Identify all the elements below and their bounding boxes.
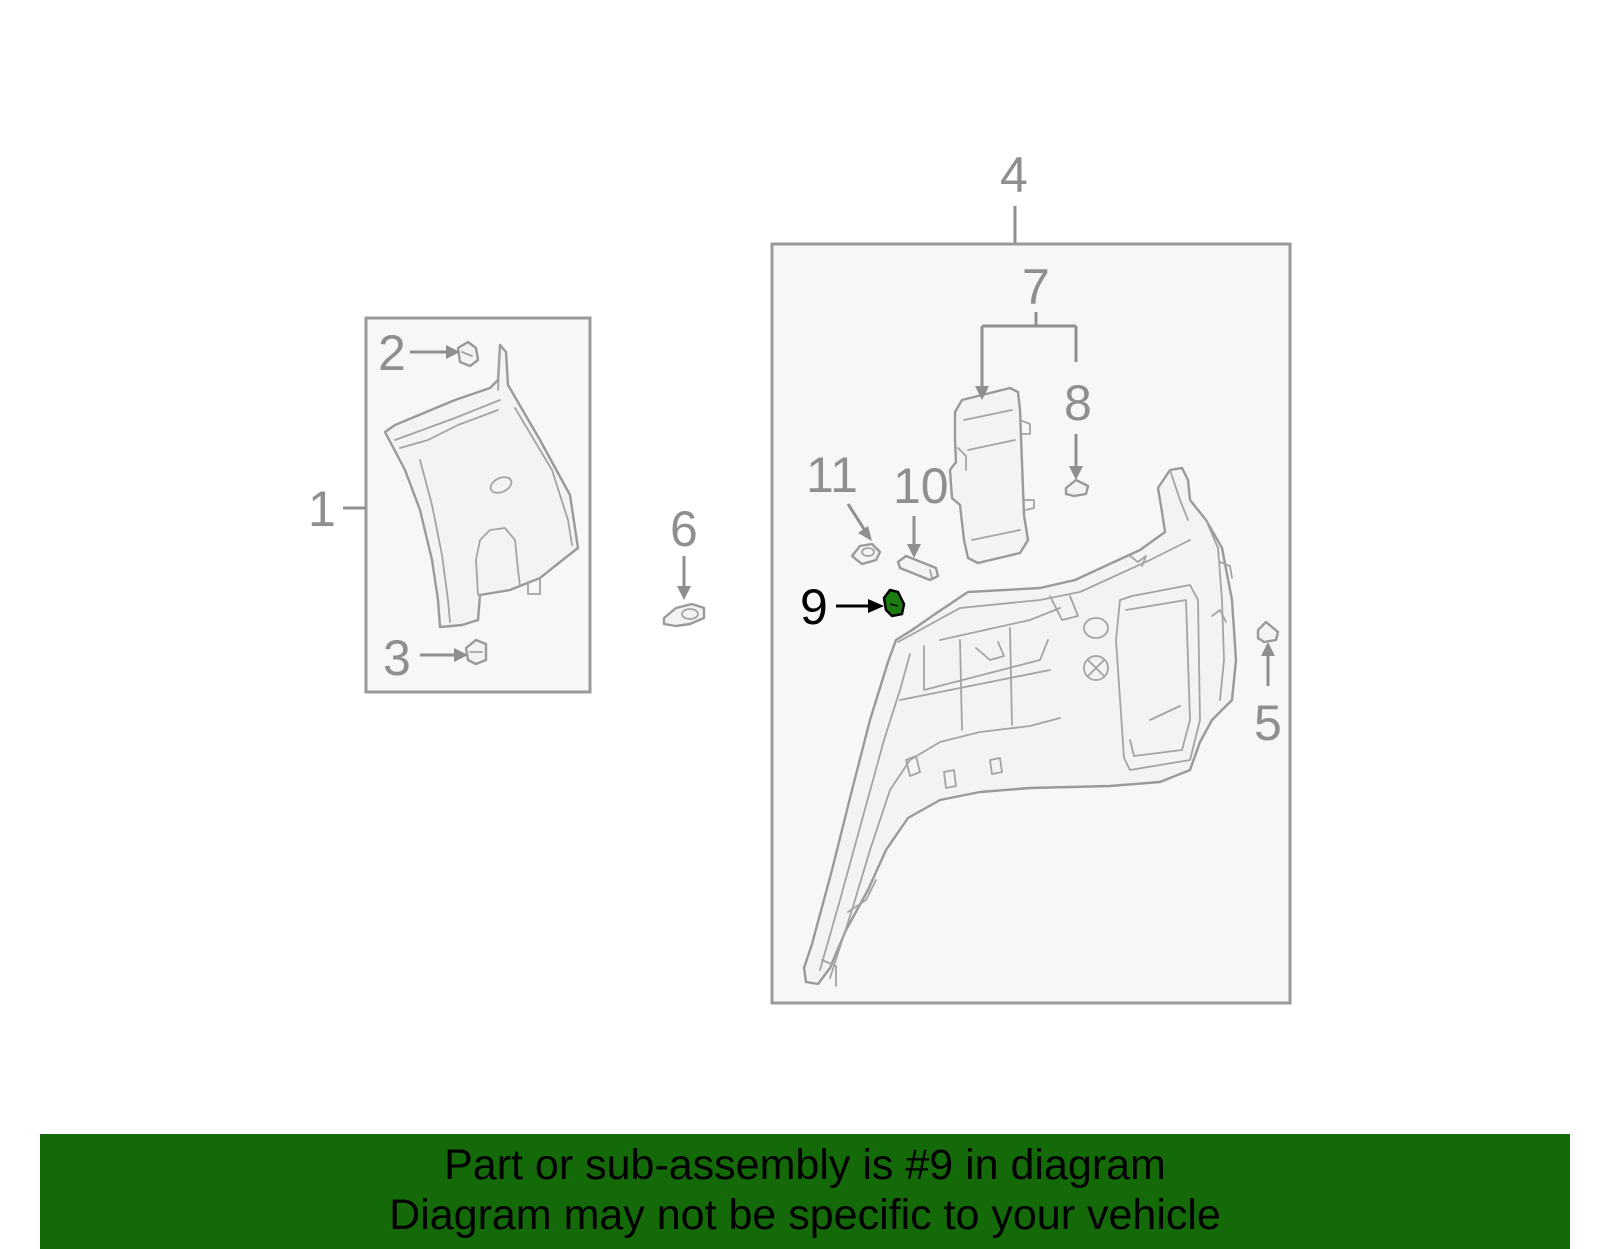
callout-7: 7 — [1022, 259, 1050, 315]
callout-1: 1 — [308, 481, 336, 537]
arrowhead-9 — [868, 599, 884, 613]
arrowhead-5 — [1261, 642, 1275, 656]
arrowhead-11 — [858, 526, 872, 541]
leader-7 — [980, 312, 1078, 388]
banner-line-1: Part or sub-assembly is #9 in diagram — [444, 1141, 1166, 1189]
pillar-trim-panel — [383, 343, 580, 629]
arrowhead-6 — [677, 586, 691, 600]
callout-9: 9 — [800, 579, 828, 635]
arrowhead-8 — [1069, 466, 1083, 480]
cover-panel-7 — [948, 386, 1035, 565]
clip-6 — [662, 602, 706, 628]
clip-11 — [850, 542, 882, 566]
callout-6: 6 — [670, 501, 698, 557]
clip-8 — [1064, 478, 1090, 498]
clip-3 — [464, 638, 488, 666]
callout-5: 5 — [1254, 695, 1282, 751]
quarter-trim-panel — [802, 466, 1238, 987]
banner-line-2: Diagram may not be specific to your vehi… — [389, 1191, 1221, 1239]
callout-3: 3 — [383, 630, 411, 686]
leader-11 — [846, 503, 868, 533]
callout-11: 11 — [806, 447, 858, 503]
arrowhead-2 — [446, 345, 460, 359]
callout-8: 8 — [1064, 375, 1092, 431]
retainer-9-highlighted — [882, 588, 906, 618]
arrowhead-3 — [454, 648, 468, 662]
clip-5 — [1256, 620, 1280, 644]
callout-2: 2 — [378, 325, 406, 381]
info-banner: Part or sub-assembly is #9 in diagram Di… — [40, 1134, 1570, 1249]
arrowhead-7 — [975, 386, 989, 400]
fastener-10 — [896, 554, 940, 582]
callout-4: 4 — [1000, 147, 1028, 203]
clip-2 — [456, 340, 480, 368]
arrowhead-10 — [907, 544, 921, 558]
callout-10: 10 — [893, 458, 949, 514]
